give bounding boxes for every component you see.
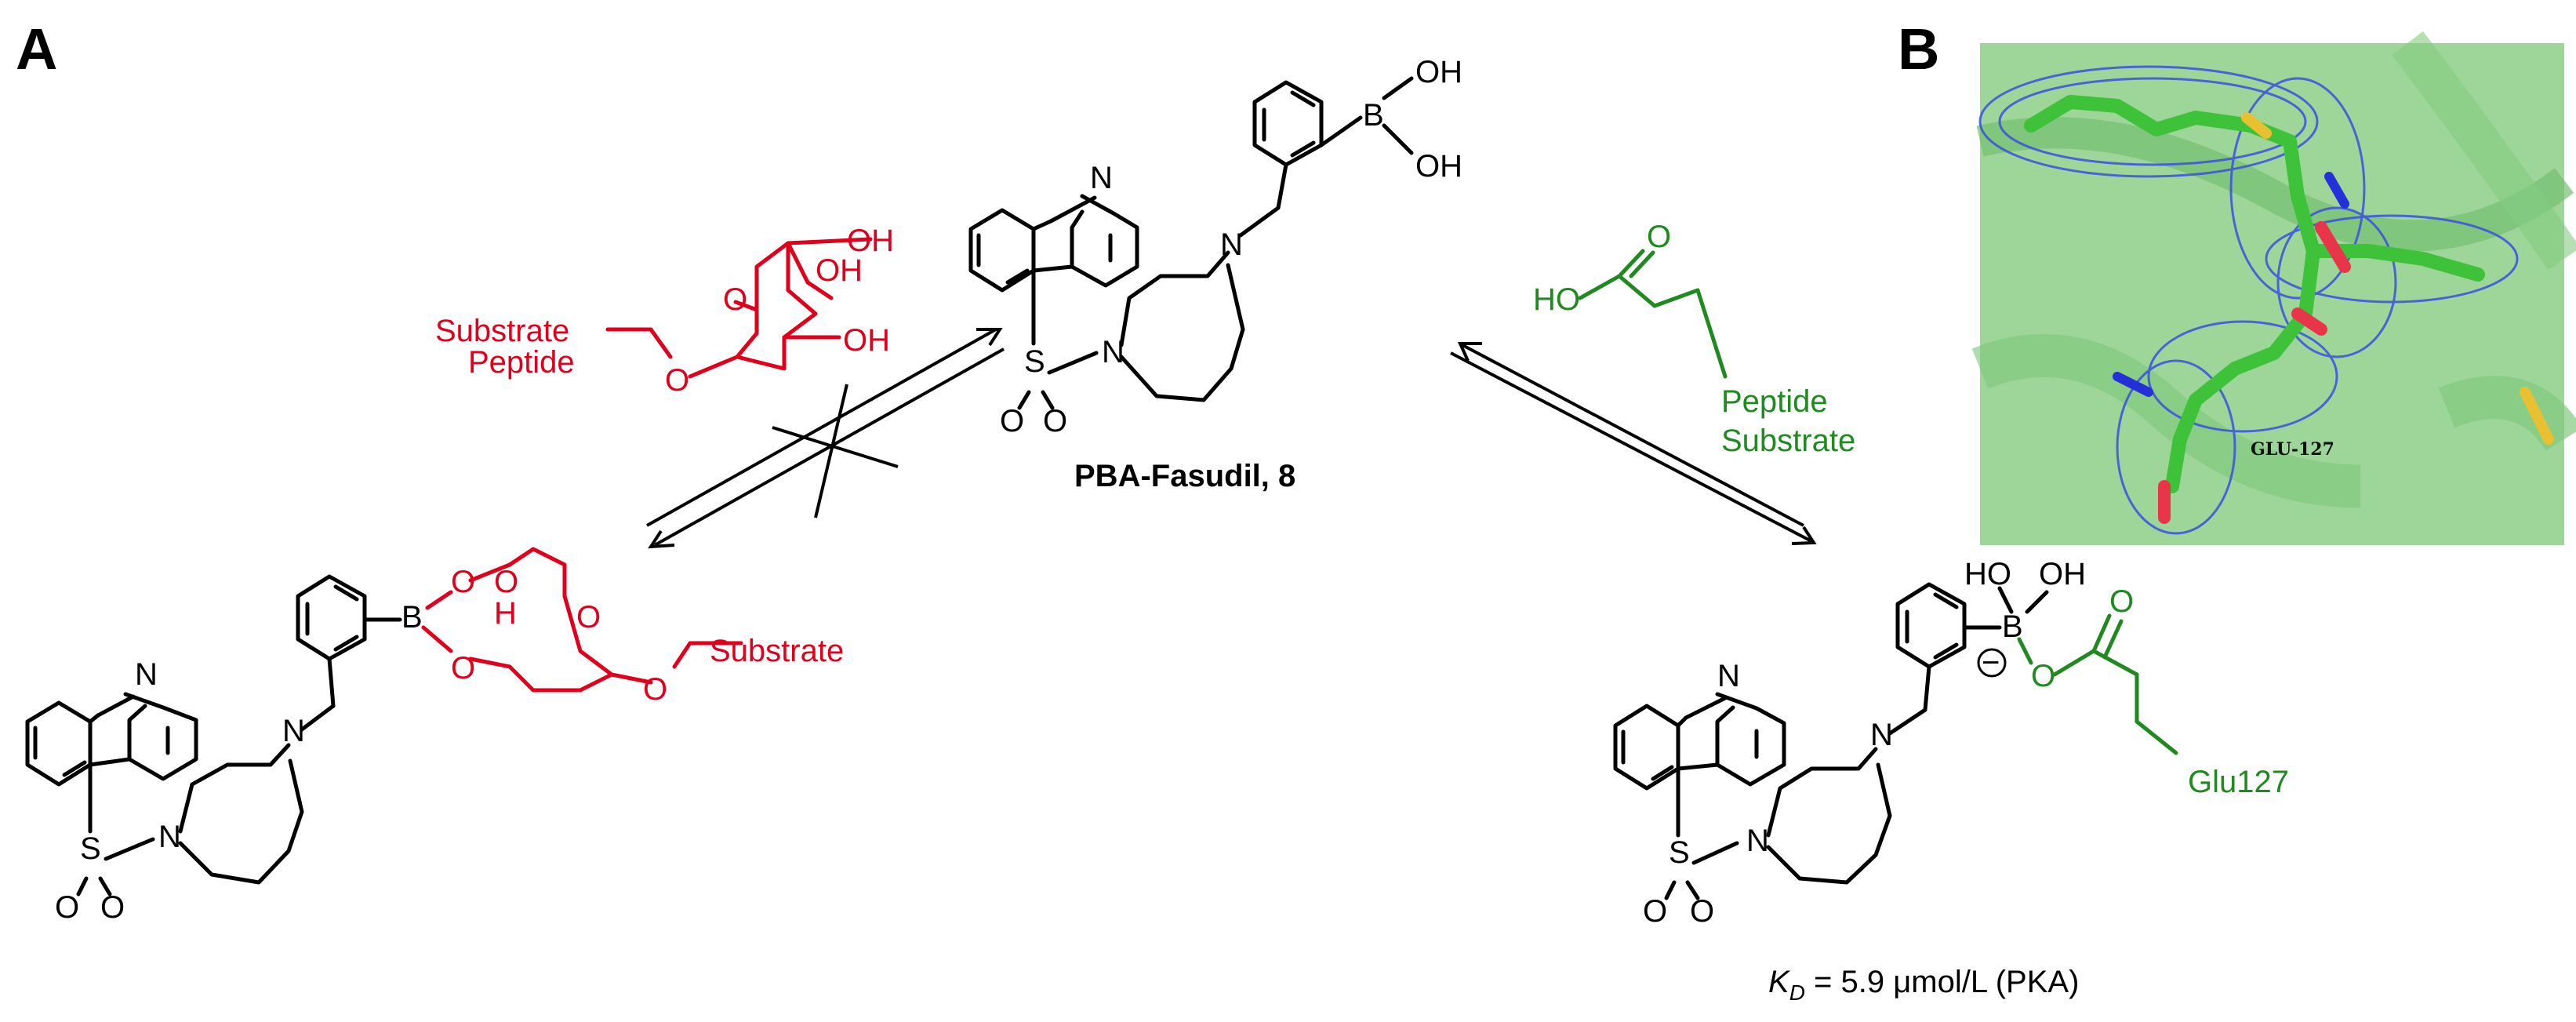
sugar-oh1: OH	[847, 224, 894, 258]
left-atom-o3: O	[576, 600, 601, 635]
glu-127-label: GLU-127	[2251, 439, 2334, 460]
sugar-substrate-label: Substrate	[435, 314, 569, 348]
right-atom-minus: −	[1982, 646, 2000, 680]
right-atom-ho: HO	[1964, 557, 2011, 591]
right-atom-n1: N	[1746, 824, 1769, 858]
left-atom-b: B	[401, 600, 423, 635]
panel-label-a: A	[16, 16, 57, 82]
right-ester-o: O	[2031, 659, 2055, 693]
left-equilibrium-arrows	[646, 328, 1005, 549]
panel-label-b: B	[1898, 16, 1939, 82]
left-atom-s: S	[80, 831, 101, 866]
right-atom-oh: OH	[2039, 557, 2086, 591]
left-substrate: Substrate	[710, 634, 844, 668]
acid-peptide: Peptide	[1721, 384, 1828, 419]
negative-charge-circle	[1977, 648, 2007, 678]
center-atom-oh1: OH	[1415, 55, 1462, 89]
left-atom-oh: O	[494, 565, 518, 599]
acid-carbonyl-o: O	[1647, 220, 1671, 254]
acid-substrate-reagent: HO O Peptide Substrate	[1533, 220, 1855, 458]
left-atom-o2: O	[100, 890, 125, 925]
right-boronate-glu-adduct: N S O O N N B HO OH −	[1613, 557, 2086, 929]
acid-ho: HO	[1533, 282, 1580, 317]
right-carbonyl-o: O	[2109, 584, 2134, 619]
right-glu-label: Glu127	[2188, 765, 2289, 799]
left-atom-ob2: O	[451, 651, 475, 686]
right-atom-o2: O	[1690, 894, 1714, 929]
left-atom-o4: O	[643, 672, 667, 707]
center-atom-o2: O	[1043, 404, 1067, 438]
sugar-link-o: O	[665, 363, 689, 398]
center-atom-s: S	[1024, 344, 1045, 379]
sugar-ring-o: O	[723, 282, 747, 317]
sugar-oh3: OH	[843, 323, 890, 358]
pba-fasudil-structure: N S O O N N B OH OH	[968, 55, 1462, 438]
sugar-substrate-reagent: Substrate Peptide O O OH OH OH	[435, 224, 894, 398]
center-atom-o1: O	[1000, 404, 1024, 438]
left-atom-n2: N	[282, 714, 305, 748]
center-atom-b: B	[1363, 98, 1384, 133]
kd-value: KD = 5.9 μmol/L (PKA)	[1768, 965, 2079, 1005]
crystal-structure-inset: GLU-127	[1971, 31, 2576, 545]
center-atom-oh2: OH	[1415, 149, 1462, 184]
left-boronate-ester-product	[25, 574, 402, 897]
right-atom-n: N	[1717, 659, 1740, 693]
left-atom-o1: O	[55, 890, 79, 925]
compound-name: PBA-Fasudil, 8	[1074, 459, 1295, 493]
center-atom-n: N	[1090, 161, 1113, 195]
center-atom-n1: N	[1102, 335, 1125, 369]
sugar-oh2: OH	[816, 253, 863, 288]
center-atom-n2: N	[1220, 227, 1243, 262]
sugar-peptide-label: Peptide	[468, 345, 575, 380]
right-atom-n2: N	[1870, 718, 1893, 752]
left-atom-n: N	[135, 657, 158, 692]
left-sugar-ester: N S O O N N B O O O H O O Substrate	[55, 547, 844, 925]
right-equilibrium-arrows	[1450, 342, 1817, 545]
left-atom-ob1: O	[451, 565, 475, 599]
right-atom-s: S	[1669, 835, 1690, 870]
acid-substrate: Substrate	[1721, 424, 1855, 458]
left-atom-h: H	[494, 596, 517, 631]
right-atom-o1: O	[1643, 894, 1667, 929]
left-atom-n1: N	[158, 820, 181, 854]
right-glu-ester: O O Glu127	[2017, 584, 2289, 799]
